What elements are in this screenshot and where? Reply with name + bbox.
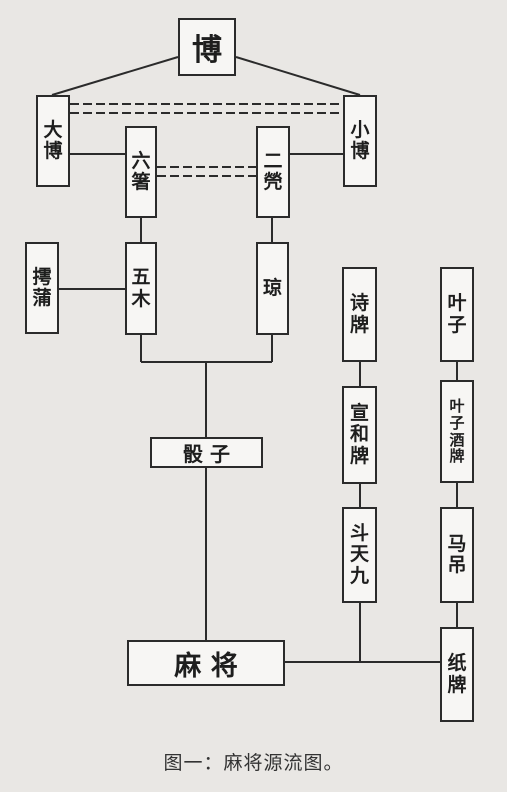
- vertical-label: 六箸: [131, 149, 151, 193]
- node-liu-zhu: 六箸: [125, 126, 157, 218]
- node-er-qiong: 二焭: [256, 126, 290, 218]
- vertical-label: 大博: [43, 118, 63, 162]
- node-bo: 博: [178, 18, 236, 76]
- node-xiao-bo: 小博: [343, 95, 377, 187]
- node-chu-pu: 摴蒲: [25, 242, 59, 334]
- node-ma-diao: 马吊: [440, 507, 474, 603]
- vertical-label: 诗牌: [349, 292, 369, 336]
- vertical-label: 叶子: [447, 292, 467, 336]
- vertical-label: 二焭: [263, 149, 283, 193]
- node-shi-pai: 诗牌: [342, 267, 377, 362]
- figure-caption: 图一：麻将源流图。: [163, 752, 344, 774]
- vertical-label: 琼: [262, 276, 282, 299]
- vertical-label: 纸牌: [447, 652, 467, 696]
- node-da-bo: 大博: [36, 95, 70, 187]
- vertical-label: 小博: [350, 118, 370, 162]
- connector-bo-xiaobo: [235, 56, 361, 96]
- node-xuan-he-pai: 宣和牌: [342, 386, 377, 484]
- node-ye-zi: 叶子: [440, 267, 474, 362]
- node-dou-tian-jiu: 斗天九: [342, 507, 377, 603]
- node-qiong: 琼: [256, 242, 289, 335]
- node-wu-mu: 五木: [125, 242, 157, 335]
- vertical-label: 五木: [131, 266, 151, 310]
- node-zhi-pai: 纸牌: [440, 627, 474, 722]
- vertical-label: 叶子酒牌: [449, 396, 465, 466]
- connector-bo-dabo: [51, 56, 179, 96]
- vertical-label: 马吊: [447, 532, 467, 576]
- vertical-label: 宣和牌: [349, 402, 369, 467]
- node-shai-zi: 骰 子: [150, 437, 263, 468]
- node-ye-zi-jiu-pai: 叶子酒牌: [440, 380, 474, 483]
- node-ma-jiang: 麻 将: [127, 640, 285, 686]
- vertical-label: 摴蒲: [32, 265, 52, 309]
- vertical-label: 斗天九: [349, 522, 369, 587]
